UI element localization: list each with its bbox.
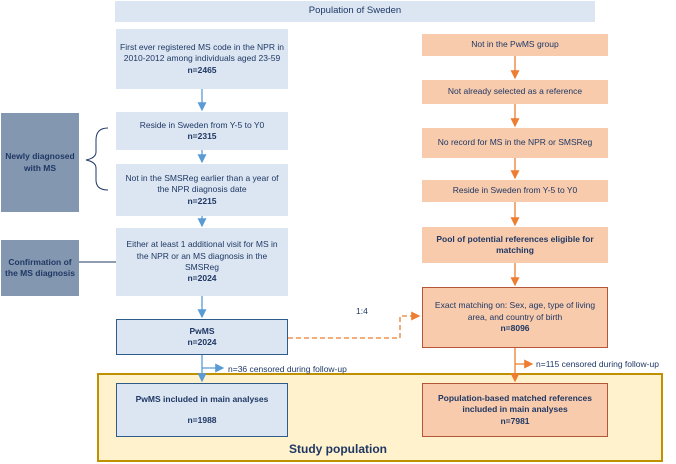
population-of-sweden-box: Population of Sweden	[115, 1, 595, 22]
left-step2-text: Reside in Sweden from Y-5 to Y0	[139, 119, 265, 130]
pwms-label: PwMS	[189, 325, 215, 336]
left-step2-n: n=2315	[187, 131, 217, 141]
pwms-final-text: PwMS included in main analyses	[135, 393, 269, 404]
references-final-text: Population-based matched references incl…	[438, 392, 592, 415]
matching-n: n=8096	[500, 323, 530, 334]
pwms-n: n=2024	[187, 337, 217, 347]
left-step1-n: n=2465	[187, 64, 217, 75]
references-final-box: Population-based matched references incl…	[422, 383, 608, 437]
title: Population of Sweden	[308, 5, 402, 17]
references-final-n: n=7981	[500, 415, 530, 426]
left-arrows	[197, 89, 225, 383]
right-step3-box: No record for MS in the NPR or SMSReg	[422, 128, 608, 158]
right-step5-box: Pool of potential references eligible fo…	[422, 227, 608, 263]
study-population-label: Study population	[289, 442, 387, 456]
left-step4-box: Either at least 1 additional visit for M…	[116, 228, 288, 296]
right-step1-box: Not in the PwMS group	[422, 34, 608, 56]
left-step3-box: Not in the SMSReg earlier than a year of…	[116, 164, 288, 216]
left-step4-n: n=2024	[187, 273, 217, 284]
left-step4-text: Either at least 1 additional visit for M…	[126, 239, 278, 272]
left-step3-n: n=2215	[187, 195, 217, 206]
left-censored-note: n=36 censored during follow-up	[228, 364, 347, 374]
newly-diagnosed-label: Newly diagnosed with MS	[1, 113, 79, 212]
brace	[85, 127, 109, 191]
pwms-box: PwMS n=2024	[116, 319, 288, 355]
right-step4-box: Reside in Sweden from Y-5 to Y0	[422, 180, 608, 202]
pwms-final-box: PwMS included in main analyses n=1988	[116, 383, 288, 437]
right-censored-note: n=115 censored during follow-up	[536, 359, 659, 369]
left-step2-box: Reside in Sweden from Y-5 to Y0 n=2315	[116, 112, 288, 150]
left-step1-text: First ever registered MS code in the NPR…	[120, 41, 284, 64]
pwms-final-n: n=1988	[187, 415, 217, 425]
left-step1-box: First ever registered MS code in the NPR…	[116, 29, 288, 89]
ratio-label: 1:4	[356, 306, 368, 316]
right-step2-box: Not already selected as a reference	[422, 80, 608, 104]
right-arrows	[288, 56, 534, 383]
confirmation-label: Confirmation of the MS diagnosis	[1, 240, 79, 296]
left-step3-text: Not in the SMSReg earlier than a year of…	[125, 172, 279, 195]
matching-text: Exact matching on: Sex, age, type of liv…	[434, 300, 596, 322]
matching-box: Exact matching on: Sex, age, type of liv…	[422, 287, 608, 348]
